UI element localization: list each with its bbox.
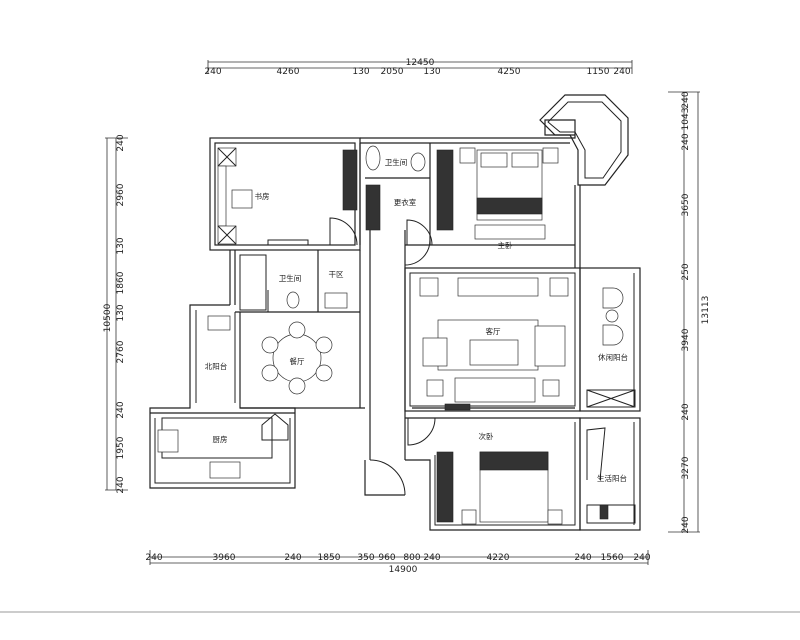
walls — [149, 94, 641, 531]
door-swings — [267, 217, 436, 446]
room-label-second-bedroom: 次卧 — [479, 431, 494, 441]
room-label-kitchen: 厨房 — [213, 434, 228, 444]
room-label-bath: 卫生间 — [279, 273, 302, 283]
dimension-right: 13113 240 1043 240 3650 250 3940 240 327… — [668, 91, 711, 534]
dim-label: 240 — [574, 553, 591, 563]
room-labels: 书房 卫生间 更衣室 主卧 卫生间 干区 餐厅 北阳台 客厅 休闲阳台 厨房 次… — [205, 157, 628, 483]
dim-label: 130 — [423, 67, 440, 77]
dim-label: 1950 — [116, 436, 126, 459]
dim-label: 1560 — [601, 553, 624, 563]
wardrobe — [365, 184, 381, 231]
dim-label: 240 — [116, 476, 126, 493]
dim-label: 240 — [681, 403, 691, 420]
dim-label: 240 — [116, 401, 126, 418]
room-label-north-balcony: 北阳台 — [205, 361, 228, 371]
wardrobe — [436, 149, 454, 231]
dim-label: 240 — [284, 553, 301, 563]
dimension-left: 10500 240 2960 130 1860 130 2760 240 195… — [103, 134, 128, 494]
dim-label: 250 — [681, 263, 691, 280]
furniture — [154, 145, 624, 525]
dim-label: 4260 — [277, 67, 300, 77]
dim-label: 130 — [116, 237, 126, 254]
dim-label: 130 — [352, 67, 369, 77]
dim-label: 240 — [204, 67, 221, 77]
dim-top-total: 12450 — [406, 58, 435, 68]
room-label-leisure-balcony: 休闲阳台 — [598, 352, 628, 362]
wardrobe — [342, 149, 358, 211]
dim-right-total: 13113 — [701, 296, 711, 325]
dim-label: 350 — [357, 553, 374, 563]
dim-label: 3940 — [681, 328, 691, 351]
dim-label: 240 — [116, 134, 126, 151]
dim-label: 1860 — [116, 271, 126, 294]
dim-label: 800 — [403, 553, 420, 563]
dim-label: 1150 — [587, 67, 610, 77]
room-label-dry-area: 干区 — [329, 270, 344, 279]
dim-label: 3650 — [681, 193, 691, 216]
room-label-master-bath: 卫生间 — [385, 157, 408, 167]
dim-label: 960 — [378, 553, 395, 563]
dim-label: 2960 — [116, 183, 126, 206]
dim-bottom-total: 14900 — [389, 565, 418, 575]
room-label-master-bedroom: 主卧 — [498, 240, 513, 250]
wardrobe — [436, 451, 454, 523]
dim-label: 1850 — [318, 553, 341, 563]
room-label-utility-balcony: 生活阳台 — [597, 473, 627, 483]
dim-label: 130 — [116, 304, 126, 321]
dim-label: 2050 — [381, 67, 404, 77]
dim-label: 3960 — [213, 553, 236, 563]
dim-label: 240 — [613, 67, 630, 77]
dimension-bottom: 14900 240 3960 240 1850 350 960 800 240 … — [145, 550, 651, 575]
dim-label: 4220 — [487, 553, 510, 563]
dim-label: 2760 — [116, 340, 126, 363]
dim-label: 240 — [681, 133, 691, 150]
room-label-living: 客厅 — [486, 326, 501, 336]
dim-label: 240 — [681, 516, 691, 533]
dim-label: 240 — [681, 91, 691, 108]
dim-label: 240 — [145, 553, 162, 563]
room-label-closet: 更衣室 — [394, 197, 417, 207]
room-label-study: 书房 — [255, 191, 270, 201]
dim-label: 240 — [423, 553, 440, 563]
dim-label: 1043 — [681, 108, 691, 131]
dim-left-total: 10500 — [103, 303, 113, 332]
dim-label: 240 — [633, 553, 650, 563]
dim-label: 3270 — [681, 456, 691, 479]
room-label-dining: 餐厅 — [290, 357, 305, 366]
dimension-top: 12450 240 4260 130 2050 130 4250 1150 24… — [204, 58, 633, 77]
dim-label: 4250 — [498, 67, 521, 77]
